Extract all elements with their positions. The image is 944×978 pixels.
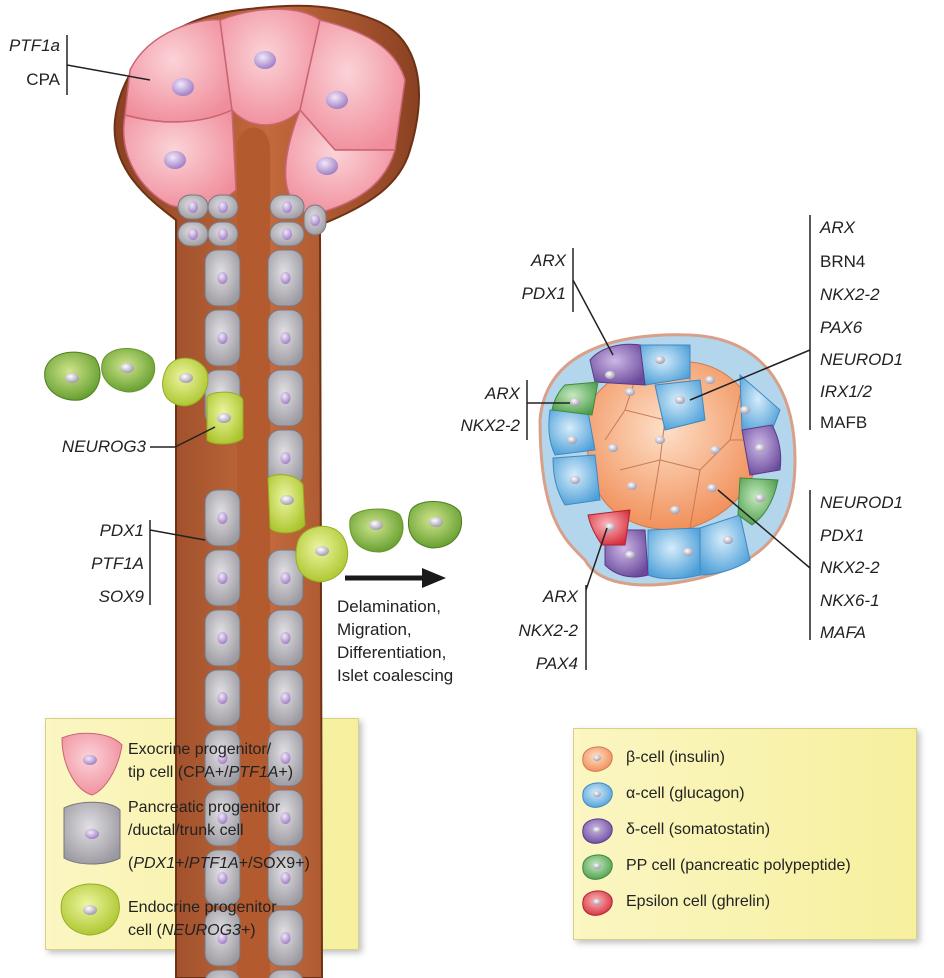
duct-lumen xyxy=(237,127,270,978)
legend-exocrine-line2: tip cell (CPA+/PTF1A+) xyxy=(128,764,294,781)
process-label-1: Delamination, xyxy=(337,597,441,616)
beta-marker-nkx6-1: NKX6-1 xyxy=(820,591,880,610)
pp-marker-nkx2-2: NKX2-2 xyxy=(460,416,520,435)
process-label-2: Migration, xyxy=(337,620,412,639)
tip-cells xyxy=(123,8,406,216)
trunk-marker-pdx1: PDX1 xyxy=(99,521,144,540)
migrating-cells xyxy=(44,348,462,583)
legend-delta-cell: δ-cell (somatostatin) xyxy=(626,821,771,838)
leader-lines xyxy=(66,35,811,670)
legend-epsilon-cell: Epsilon cell (ghrelin) xyxy=(626,893,771,910)
legend-islet-cells: β-cell (insulin) α-cell (glucagon) δ-cel… xyxy=(573,728,917,940)
legend-alpha-cell: α-cell (glucagon) xyxy=(626,785,745,802)
delta-marker-pdx1: PDX1 xyxy=(521,284,566,303)
legend-pancreatic-line3: (PDX1+/PTF1A+/SOX9+) xyxy=(128,855,310,872)
legend-left-icons xyxy=(60,732,123,936)
alpha-marker-mafb: MAFB xyxy=(820,413,868,432)
trunk-cells xyxy=(177,194,327,978)
epsilon-marker-pax4: PAX4 xyxy=(535,654,578,673)
alpha-marker-arx: ARX xyxy=(820,218,855,237)
process-label-3: Differentiation, xyxy=(337,643,447,662)
delta-marker-arx: ARX xyxy=(531,251,566,270)
process-label-4: Islet coalescing xyxy=(337,666,454,685)
alpha-marker-irx: IRX1/2 xyxy=(820,382,872,401)
legend-pp-cell: PP cell (pancreatic polypeptide) xyxy=(626,857,851,874)
epsilon-marker-nkx2-2: NKX2-2 xyxy=(518,621,578,640)
beta-marker-mafa: MAFA xyxy=(820,623,866,642)
trunk-marker-ptf1a: PTF1A xyxy=(91,554,144,573)
tip-marker-ptf1a: PTF1a xyxy=(8,36,60,55)
trunk-marker-sox9: SOX9 xyxy=(98,587,144,606)
islet xyxy=(538,333,797,587)
beta-marker-pdx1: PDX1 xyxy=(820,526,865,545)
alpha-marker-brn4: BRN4 xyxy=(820,252,866,271)
process-arrow xyxy=(345,568,446,588)
tip-nuclei xyxy=(164,51,348,175)
tip-marker-cpa: CPA xyxy=(26,70,60,89)
legend-pancreatic-line1: Pancreatic progenitor xyxy=(128,799,281,816)
pp-marker-arx: ARX xyxy=(485,384,520,403)
legend-endocrine-line1: Endocrine progenitor xyxy=(128,899,277,916)
legend-endocrine-line2: cell (NEUROG3+) xyxy=(128,922,256,939)
beta-marker-neurod1: NEUROD1 xyxy=(820,493,904,512)
epsilon-marker-arx: ARX xyxy=(543,587,578,606)
neurog3-label: NEUROG3 xyxy=(61,437,146,456)
legend-exocrine-line1: Exocrine progenitor/ xyxy=(128,741,272,758)
alpha-marker-pax6: PAX6 xyxy=(820,318,863,337)
beta-marker-nkx2-2: NKX2-2 xyxy=(820,558,880,577)
legend-beta-cell: β-cell (insulin) xyxy=(626,749,725,766)
legend-pancreatic-line2: /ductal/trunk cell xyxy=(128,822,244,839)
legend-islet-icons xyxy=(582,746,613,916)
alpha-marker-neurod1: NEUROD1 xyxy=(820,350,904,369)
alpha-marker-nkx2-2: NKX2-2 xyxy=(820,285,880,304)
